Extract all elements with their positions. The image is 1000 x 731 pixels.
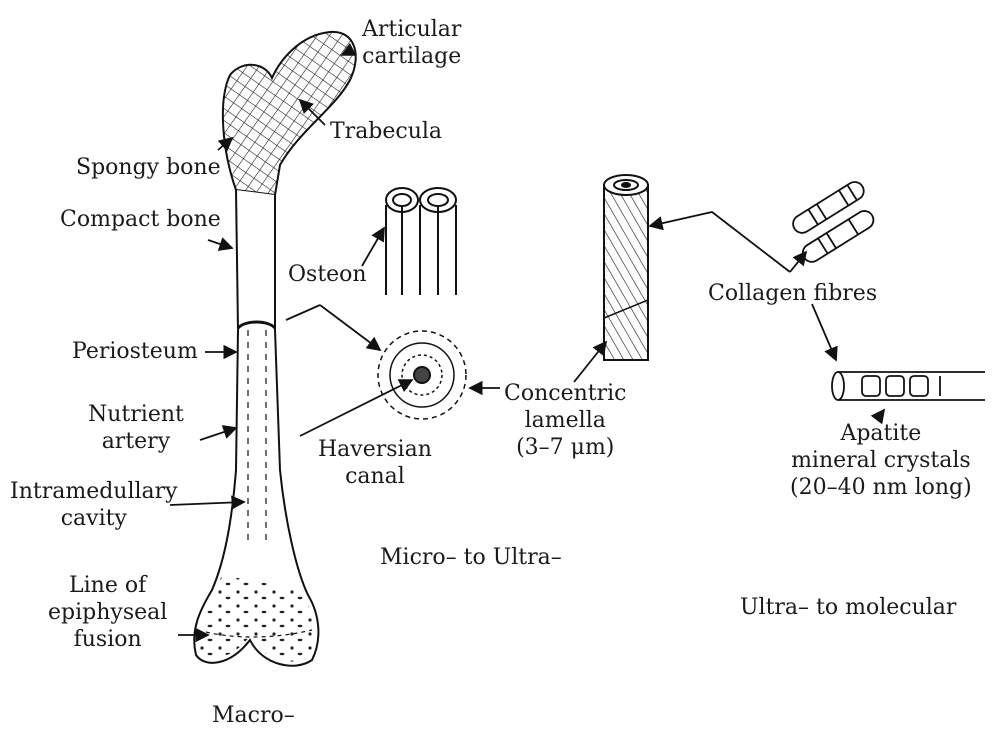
scale-ultra-molecular: Ultra– to molecular xyxy=(740,594,956,621)
spongy-bone-text: Spongy bone xyxy=(76,154,221,181)
compact-bone-text: Compact bone xyxy=(60,206,221,233)
collagen-fibre-bundles xyxy=(790,179,877,266)
label-periosteum: Periosteum xyxy=(72,338,198,365)
scale-ultra-text: Ultra– to molecular xyxy=(740,594,956,621)
intramedullary-line-2: cavity xyxy=(10,505,178,532)
apatite-line-1: Apatite xyxy=(790,420,972,447)
osteon-cylinders xyxy=(386,188,456,295)
label-articular-cartilage: Articular cartilage xyxy=(362,16,461,70)
periosteum-text: Periosteum xyxy=(72,338,198,365)
apatite-line-3: (20–40 nm long) xyxy=(790,474,972,501)
label-nutrient-artery: Nutrient artery xyxy=(88,401,184,455)
lamella-line-3: (3–7 μm) xyxy=(504,434,626,461)
trabecula-text: Trabecula xyxy=(330,118,442,145)
haversian-cross-section xyxy=(378,331,466,419)
haversian-line-2: canal xyxy=(318,463,432,490)
label-osteon: Osteon xyxy=(288,261,367,288)
scale-macro: Macro– xyxy=(212,702,295,729)
nutrient-line-2: artery xyxy=(88,428,184,455)
label-intramedullary-cavity: Intramedullary cavity xyxy=(10,478,178,532)
scale-macro-text: Macro– xyxy=(212,702,295,729)
label-compact-bone: Compact bone xyxy=(60,206,221,233)
nutrient-line-1: Nutrient xyxy=(88,401,184,428)
label-apatite-crystals: Apatite mineral crystals (20–40 nm long) xyxy=(790,420,972,501)
lamella-line-1: Concentric xyxy=(504,380,626,407)
lamella-rod xyxy=(604,175,648,360)
label-collagen-fibres: Collagen fibres xyxy=(708,280,877,307)
collagen-text: Collagen fibres xyxy=(708,280,877,307)
bone-head-spongy xyxy=(223,32,356,195)
articular-line-1: Articular xyxy=(362,16,461,43)
intramedullary-line-1: Intramedullary xyxy=(10,478,178,505)
label-haversian-canal: Haversian canal xyxy=(318,436,432,490)
osteon-text: Osteon xyxy=(288,261,367,288)
epiphyseal-line-1: Line of xyxy=(48,572,167,599)
haversian-line-1: Haversian xyxy=(318,436,432,463)
epiphyseal-line-2: epiphyseal xyxy=(48,599,167,626)
apatite-fibre xyxy=(832,372,985,400)
apatite-line-2: mineral crystals xyxy=(790,447,972,474)
epiphyseal-line-3: fusion xyxy=(48,626,167,653)
scale-micro-text: Micro– to Ultra– xyxy=(380,544,562,571)
scale-micro-ultra: Micro– to Ultra– xyxy=(380,544,562,571)
label-trabecula: Trabecula xyxy=(330,118,442,145)
label-concentric-lamella: Concentric lamella (3–7 μm) xyxy=(504,380,626,461)
label-epiphyseal-fusion: Line of epiphyseal fusion xyxy=(48,572,167,653)
label-spongy-bone: Spongy bone xyxy=(76,154,221,181)
articular-line-2: cartilage xyxy=(362,43,461,70)
lamella-line-2: lamella xyxy=(504,407,626,434)
